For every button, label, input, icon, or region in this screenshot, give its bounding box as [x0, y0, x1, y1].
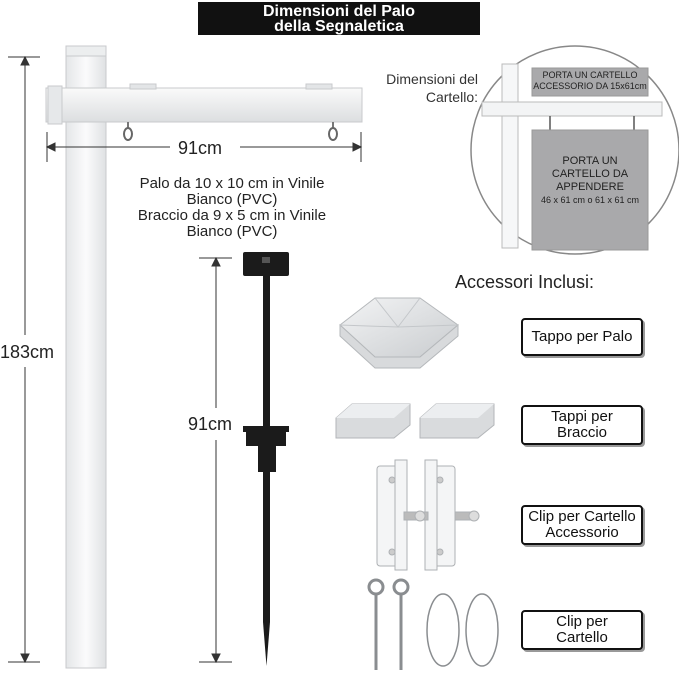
- eye-hook-right: [328, 122, 338, 141]
- title-line-2: della Segnaletica: [274, 18, 404, 35]
- arm-dimension-line: [45, 132, 363, 162]
- spec-line-3: Braccio da 9 x 5 cm in Vinile: [137, 207, 327, 224]
- ground-stake: [243, 252, 289, 666]
- acc-3-line-1: Clip per: [556, 613, 608, 630]
- rider-line-2: ACCESSORIO DA 15x61cm: [533, 81, 647, 91]
- sign-arm: [45, 83, 363, 125]
- sign-dim-line-2: Cartello:: [425, 89, 478, 105]
- acc-1-line-1: Tappi per: [551, 408, 613, 425]
- stake-height-label: 91cm: [188, 414, 233, 434]
- acc-0-line-1: Tappo per Palo: [531, 328, 633, 345]
- title-line-1: Dimensioni del Palo: [262, 3, 416, 20]
- main-line-4: 46 x 61 cm o 61 x 61 cm: [540, 195, 640, 205]
- post-cap-image: [339, 297, 459, 369]
- main-line-3: APPENDERE: [556, 181, 624, 193]
- sign-inset-circle: [470, 45, 679, 255]
- rider-sign: [531, 67, 649, 97]
- accessory-rider-clips-label: Clip per Cartello Accessorio: [521, 505, 643, 545]
- eye-hook-left: [123, 122, 133, 141]
- hanging-sign: [531, 129, 649, 251]
- arm-width-label: 91cm: [178, 138, 223, 158]
- stake-height-dimension-line: [199, 256, 232, 664]
- material-specs: Palo da 10 x 10 cm in Vinile Bianco (PVC…: [114, 176, 350, 240]
- rider-clips-image: [376, 459, 480, 571]
- accessories-title: Accessori Inclusi:: [455, 272, 595, 292]
- spec-line-4: Bianco (PVC): [186, 223, 278, 240]
- acc-2-line-1: Clip per Cartello: [528, 508, 636, 525]
- main-line-1: PORTA UN: [562, 155, 618, 167]
- rider-line-1: PORTA UN CARTELLO: [542, 70, 638, 80]
- spec-line-1: Palo da 10 x 10 cm in Vinile: [139, 175, 325, 192]
- accessory-arm-caps-label: Tappi per Braccio: [521, 405, 643, 445]
- acc-3-line-2: Cartello: [556, 629, 608, 646]
- acc-1-line-2: Braccio: [556, 424, 608, 441]
- accessory-sign-clips-label: Clip per Cartello: [521, 610, 643, 650]
- sign-dimensions-label: Dimensioni del Cartello:: [358, 70, 478, 106]
- rider-sign-text: PORTA UN CARTELLO ACCESSORIO DA 15x61cm: [532, 70, 648, 92]
- accessory-post-cap-label: Tappo per Palo: [521, 318, 643, 356]
- acc-2-line-2: Accessorio: [545, 524, 619, 541]
- spec-line-2: Bianco (PVC): [186, 191, 278, 208]
- sign-clips-image: [367, 578, 499, 670]
- main-line-2: CARTELLO DA: [551, 168, 629, 180]
- sign-post: [65, 45, 107, 669]
- arm-caps-image: [335, 403, 495, 439]
- hanging-sign-text: PORTA UN CARTELLO DA APPENDERE 46 x 61 c…: [532, 155, 648, 207]
- page-title: Dimensioni del Palo della Segnaletica: [198, 2, 480, 35]
- post-height-dimension-line: [8, 55, 40, 664]
- sign-dim-line-1: Dimensioni del: [386, 71, 478, 87]
- post-height-label: 183cm: [0, 342, 55, 362]
